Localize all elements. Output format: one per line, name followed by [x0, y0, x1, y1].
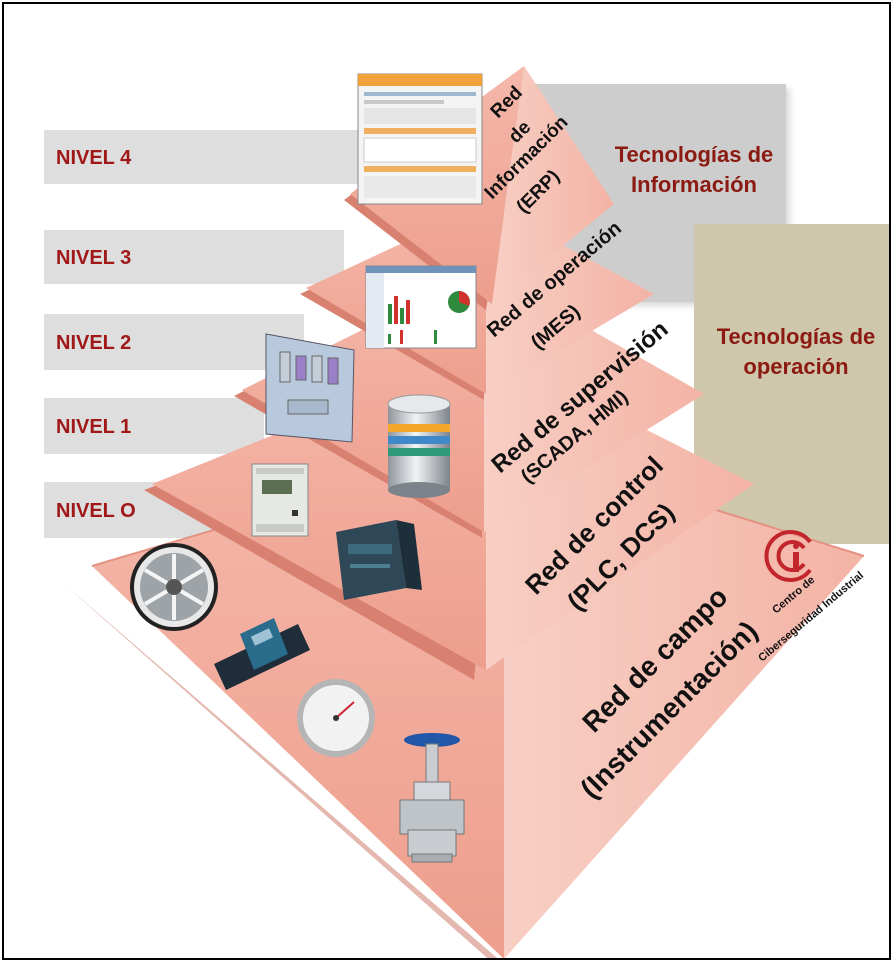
mes-dashboard — [365, 265, 477, 349]
plc-small — [251, 463, 309, 537]
level-label-1: NIVEL 1 — [56, 416, 132, 438]
level-band-1 — [44, 398, 264, 454]
pressure-gauge — [297, 679, 375, 757]
level-label-3: NIVEL 3 — [56, 247, 132, 269]
erp-screenshot — [357, 73, 483, 205]
industrial-fan — [130, 543, 218, 631]
level-label-4: NIVEL 4 — [56, 147, 132, 169]
scada-hmi-panel — [265, 333, 355, 443]
ot-technologies-label: Tecnologías de operación — [716, 324, 876, 379]
flow-meter — [214, 618, 310, 690]
level-band-3 — [44, 230, 344, 284]
plc-siemens — [336, 520, 422, 600]
database-icon — [387, 394, 451, 498]
level-band-4 — [44, 130, 404, 184]
level-label-2: NIVEL 2 — [56, 332, 132, 354]
pyramid-diagram: Red de Información (ERP) Red de operació… — [64, 66, 866, 958]
level-band-2 — [44, 314, 304, 370]
level-label-0: NIVEL O — [56, 500, 136, 522]
control-valve — [399, 733, 465, 863]
it-technologies-label: Tecnologías de Información — [614, 142, 774, 197]
